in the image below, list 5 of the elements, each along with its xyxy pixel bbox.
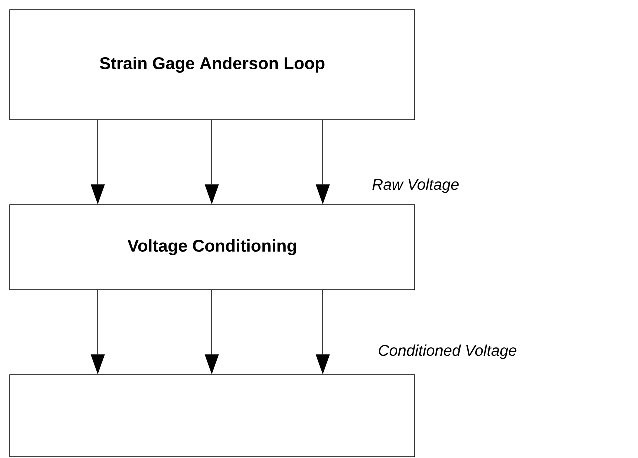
signal-label: Raw Voltage: [372, 178, 459, 194]
empty-box: [10, 374, 416, 458]
process-box: Voltage Conditioning: [10, 204, 416, 290]
process-box: Strain Gage Anderson Loop: [10, 10, 416, 120]
signal-label: Conditioned Voltage: [379, 344, 517, 360]
